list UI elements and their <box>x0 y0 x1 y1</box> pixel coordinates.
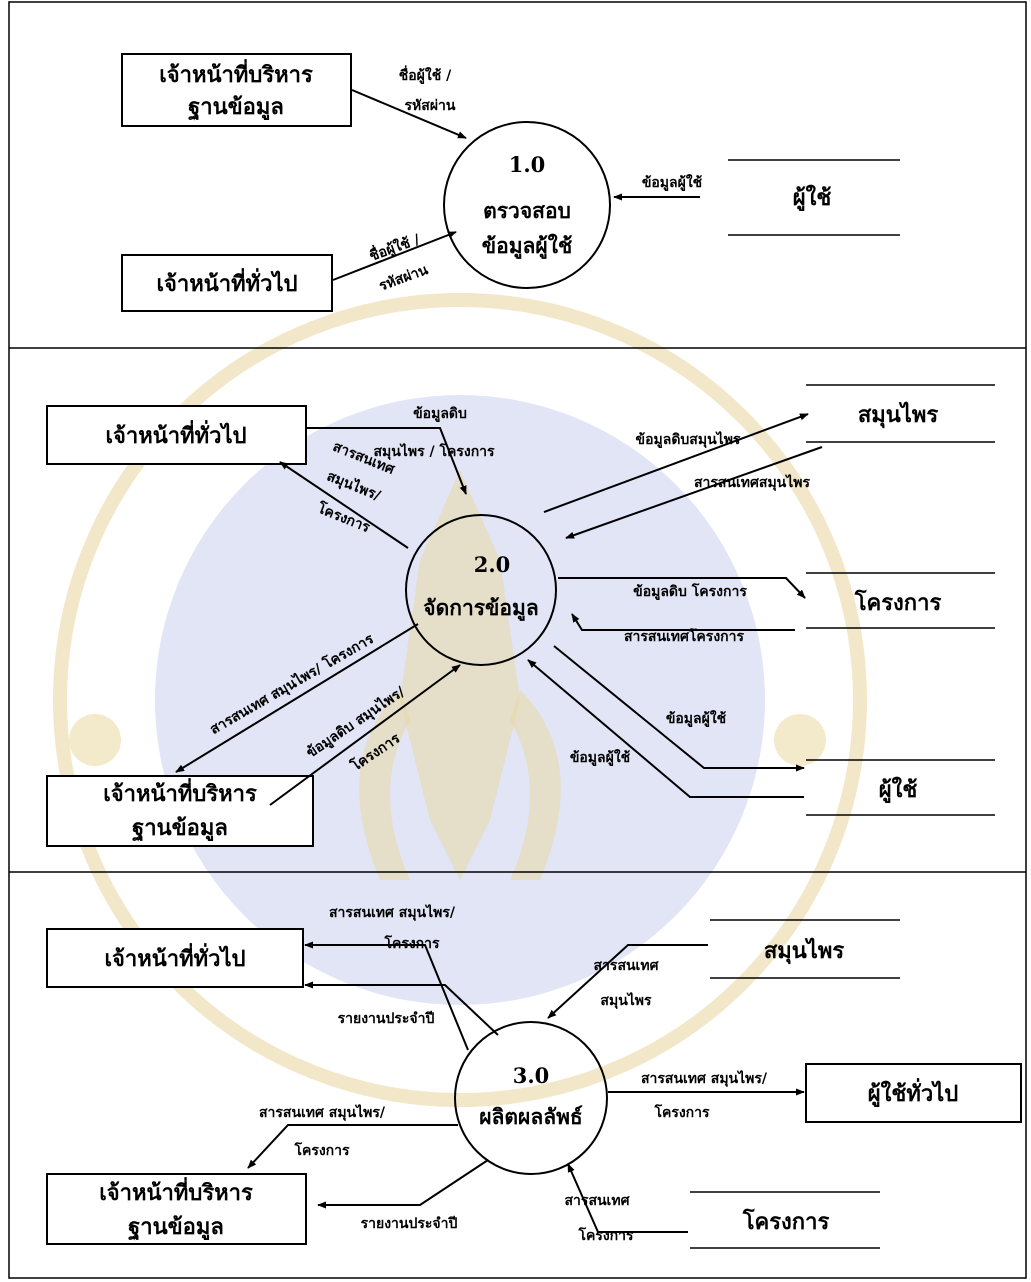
flow-herb-info-in-3 <box>547 944 708 1019</box>
entity-general-user-3 <box>805 1063 1022 1123</box>
flow-raw-from-admin <box>269 664 461 806</box>
flow-raw-herb-project-in <box>306 427 467 495</box>
flow-project-info-in-3 <box>567 1163 688 1233</box>
flow-raw-herb-out <box>543 413 809 513</box>
entity-general-staff-3-label: เจ้าหน้าที่ทั่วไป <box>104 942 245 972</box>
flow-project-info-in-label: สารสนเทศโครงการ <box>624 627 745 645</box>
flow-report-to-admin-3-label: รายงานประจำปี <box>361 1216 458 1232</box>
watermark-outer-ring <box>53 293 867 1107</box>
flow-staff-login-1-line1: ชื่อผู้ใช้ / <box>366 229 423 265</box>
flow-info-to-admin-3 <box>247 1124 458 1169</box>
flow-staff-login-1 <box>332 231 457 281</box>
flow-user-data-out <box>553 645 805 772</box>
flow-info-to-staff <box>279 461 409 549</box>
flow-info-to-staff-3 <box>304 941 469 1051</box>
entity-general-staff-2-label: เจ้าหน้าที่ทั่วไป <box>105 419 246 449</box>
flow-herb-info-in <box>565 446 823 539</box>
flow-project-info-in-3-line2: โครงการ <box>577 1226 634 1244</box>
flow-report-to-staff-3-label: รายงานประจำปี <box>338 1011 435 1027</box>
store-project-2-label: โครงการ <box>854 589 942 616</box>
frame <box>8 1 1027 1279</box>
entity-general-staff-1 <box>121 254 333 312</box>
watermark-emblem <box>400 470 520 880</box>
process-3-number: 3.0 <box>513 1063 550 1088</box>
flow-admin-login-1-line2: รหัสผ่าน <box>405 98 456 114</box>
section-1: 1.0 ตรวจสอบ ข้อมูลผู้ใช้ เจ้าหน้าที่บริห… <box>121 53 900 312</box>
flow-user-data-in <box>527 659 804 798</box>
outer-border <box>8 1 1027 1279</box>
flow-raw-herb-out-label: ข้อมูลดิบสมุนไพร <box>636 430 741 448</box>
flow-raw-project-out <box>558 577 806 599</box>
process-2-circle <box>405 514 557 666</box>
watermark-seal <box>53 293 867 1107</box>
flow-herb-info-in-label: สารสนเทศสมุนไพร <box>694 473 811 491</box>
process-1-name-line1: ตรวจสอบ <box>483 198 571 223</box>
flow-info-to-admin-3-line1: สารสนเทศ สมุนไพร/ <box>259 1103 386 1121</box>
flow-user-data-out-label: ข้อมูลผู้ใช้ <box>666 709 727 727</box>
flow-info-to-user-3-line2: โครงการ <box>653 1103 710 1121</box>
flow-admin-login-1 <box>351 89 467 139</box>
store-user-2-label: ผู้ใช้ <box>879 776 918 804</box>
flow-raw-herb-project-in-line2: สมุนไพร / โครงการ <box>373 442 495 460</box>
flow-herb-info-in-3-line2: สมุนไพร <box>600 991 652 1009</box>
store-project-3-label: โครงการ <box>742 1208 830 1235</box>
entity-admin-1-line1: เจ้าหน้าที่บริหาร <box>159 58 313 88</box>
flow-user-data-in-label: ข้อมูลผู้ใช้ <box>570 748 631 766</box>
process-3-name: ผลิตผลลัพธ์ <box>479 1104 583 1129</box>
flow-raw-herb-project-in-line1: ข้อมูลดิบ <box>413 406 467 422</box>
store-herb-2-label: สมุนไพร <box>858 401 939 429</box>
entity-admin-1-line2: ฐานข้อมูล <box>188 94 284 121</box>
flow-user-data-1-label: ข้อมูลผู้ใช้ <box>642 173 703 191</box>
entity-admin-2-line2: ฐานข้อมูล <box>132 815 228 842</box>
process-3-circle <box>454 1021 608 1175</box>
watermark-emblem-left <box>359 690 410 880</box>
section-3: 3.0 ผลิตผลลัพธ์ เจ้าหน้าที่ทั่วไป เจ้าหน… <box>46 903 1022 1249</box>
flow-report-to-staff-3 <box>304 981 499 1036</box>
watermark-emblem-right <box>510 690 561 880</box>
flow-admin-login-1-line1: ชื่อผู้ใช้ / <box>399 65 452 84</box>
process-1-name-line2: ข้อมูลผู้ใช้ <box>482 233 573 260</box>
entity-admin-3-line2: ฐานข้อมูล <box>128 1214 224 1241</box>
entity-admin-2-line1: เจ้าหน้าที่บริหาร <box>103 777 257 807</box>
process-2-number: 2.0 <box>474 552 511 577</box>
flow-info-to-user-3-line1: สารสนเทศ สมุนไพร/ <box>641 1069 768 1087</box>
entity-general-user-3-label: ผู้ใช้ทั่วไป <box>868 1077 958 1108</box>
entity-general-staff-3 <box>46 928 304 988</box>
entity-admin-3 <box>46 1173 307 1245</box>
flow-herb-info-in-3-line1: สารสนเทศ <box>594 958 660 974</box>
entity-general-staff-2 <box>46 405 307 465</box>
process-1-number: 1.0 <box>509 152 546 177</box>
flow-raw-project-out-label: ข้อมูลดิบ โครงการ <box>633 582 747 600</box>
watermark-ornament-left <box>69 714 121 766</box>
flow-project-info-in <box>571 613 795 631</box>
entity-admin-3-line1: เจ้าหน้าที่บริหาร <box>99 1176 253 1206</box>
entity-admin-1 <box>121 53 352 127</box>
flow-staff-login-1-line2: รหัสผ่าน <box>377 262 431 295</box>
flow-report-to-admin-3 <box>317 1159 489 1209</box>
entity-general-staff-1-label: เจ้าหน้าที่ทั่วไป <box>156 267 297 297</box>
flow-info-to-staff-3-line1: สารสนเทศ สมุนไพร/ <box>329 903 456 921</box>
process-2-name: จัดการข้อมูล <box>423 595 538 622</box>
flow-info-to-staff-3-line2: โครงการ <box>383 934 440 952</box>
flow-info-to-admin-3-line2: โครงการ <box>293 1141 350 1159</box>
watermark-ornament-right <box>774 714 826 766</box>
process-1-circle <box>443 121 611 289</box>
flow-info-to-admin <box>175 623 419 773</box>
store-user-1-label: ผู้ใช้ <box>793 184 832 212</box>
store-herb-3-label: สมุนไพร <box>764 937 845 965</box>
entity-admin-2 <box>46 775 314 847</box>
flow-project-info-in-3-line1: สารสนเทศ <box>565 1193 631 1209</box>
